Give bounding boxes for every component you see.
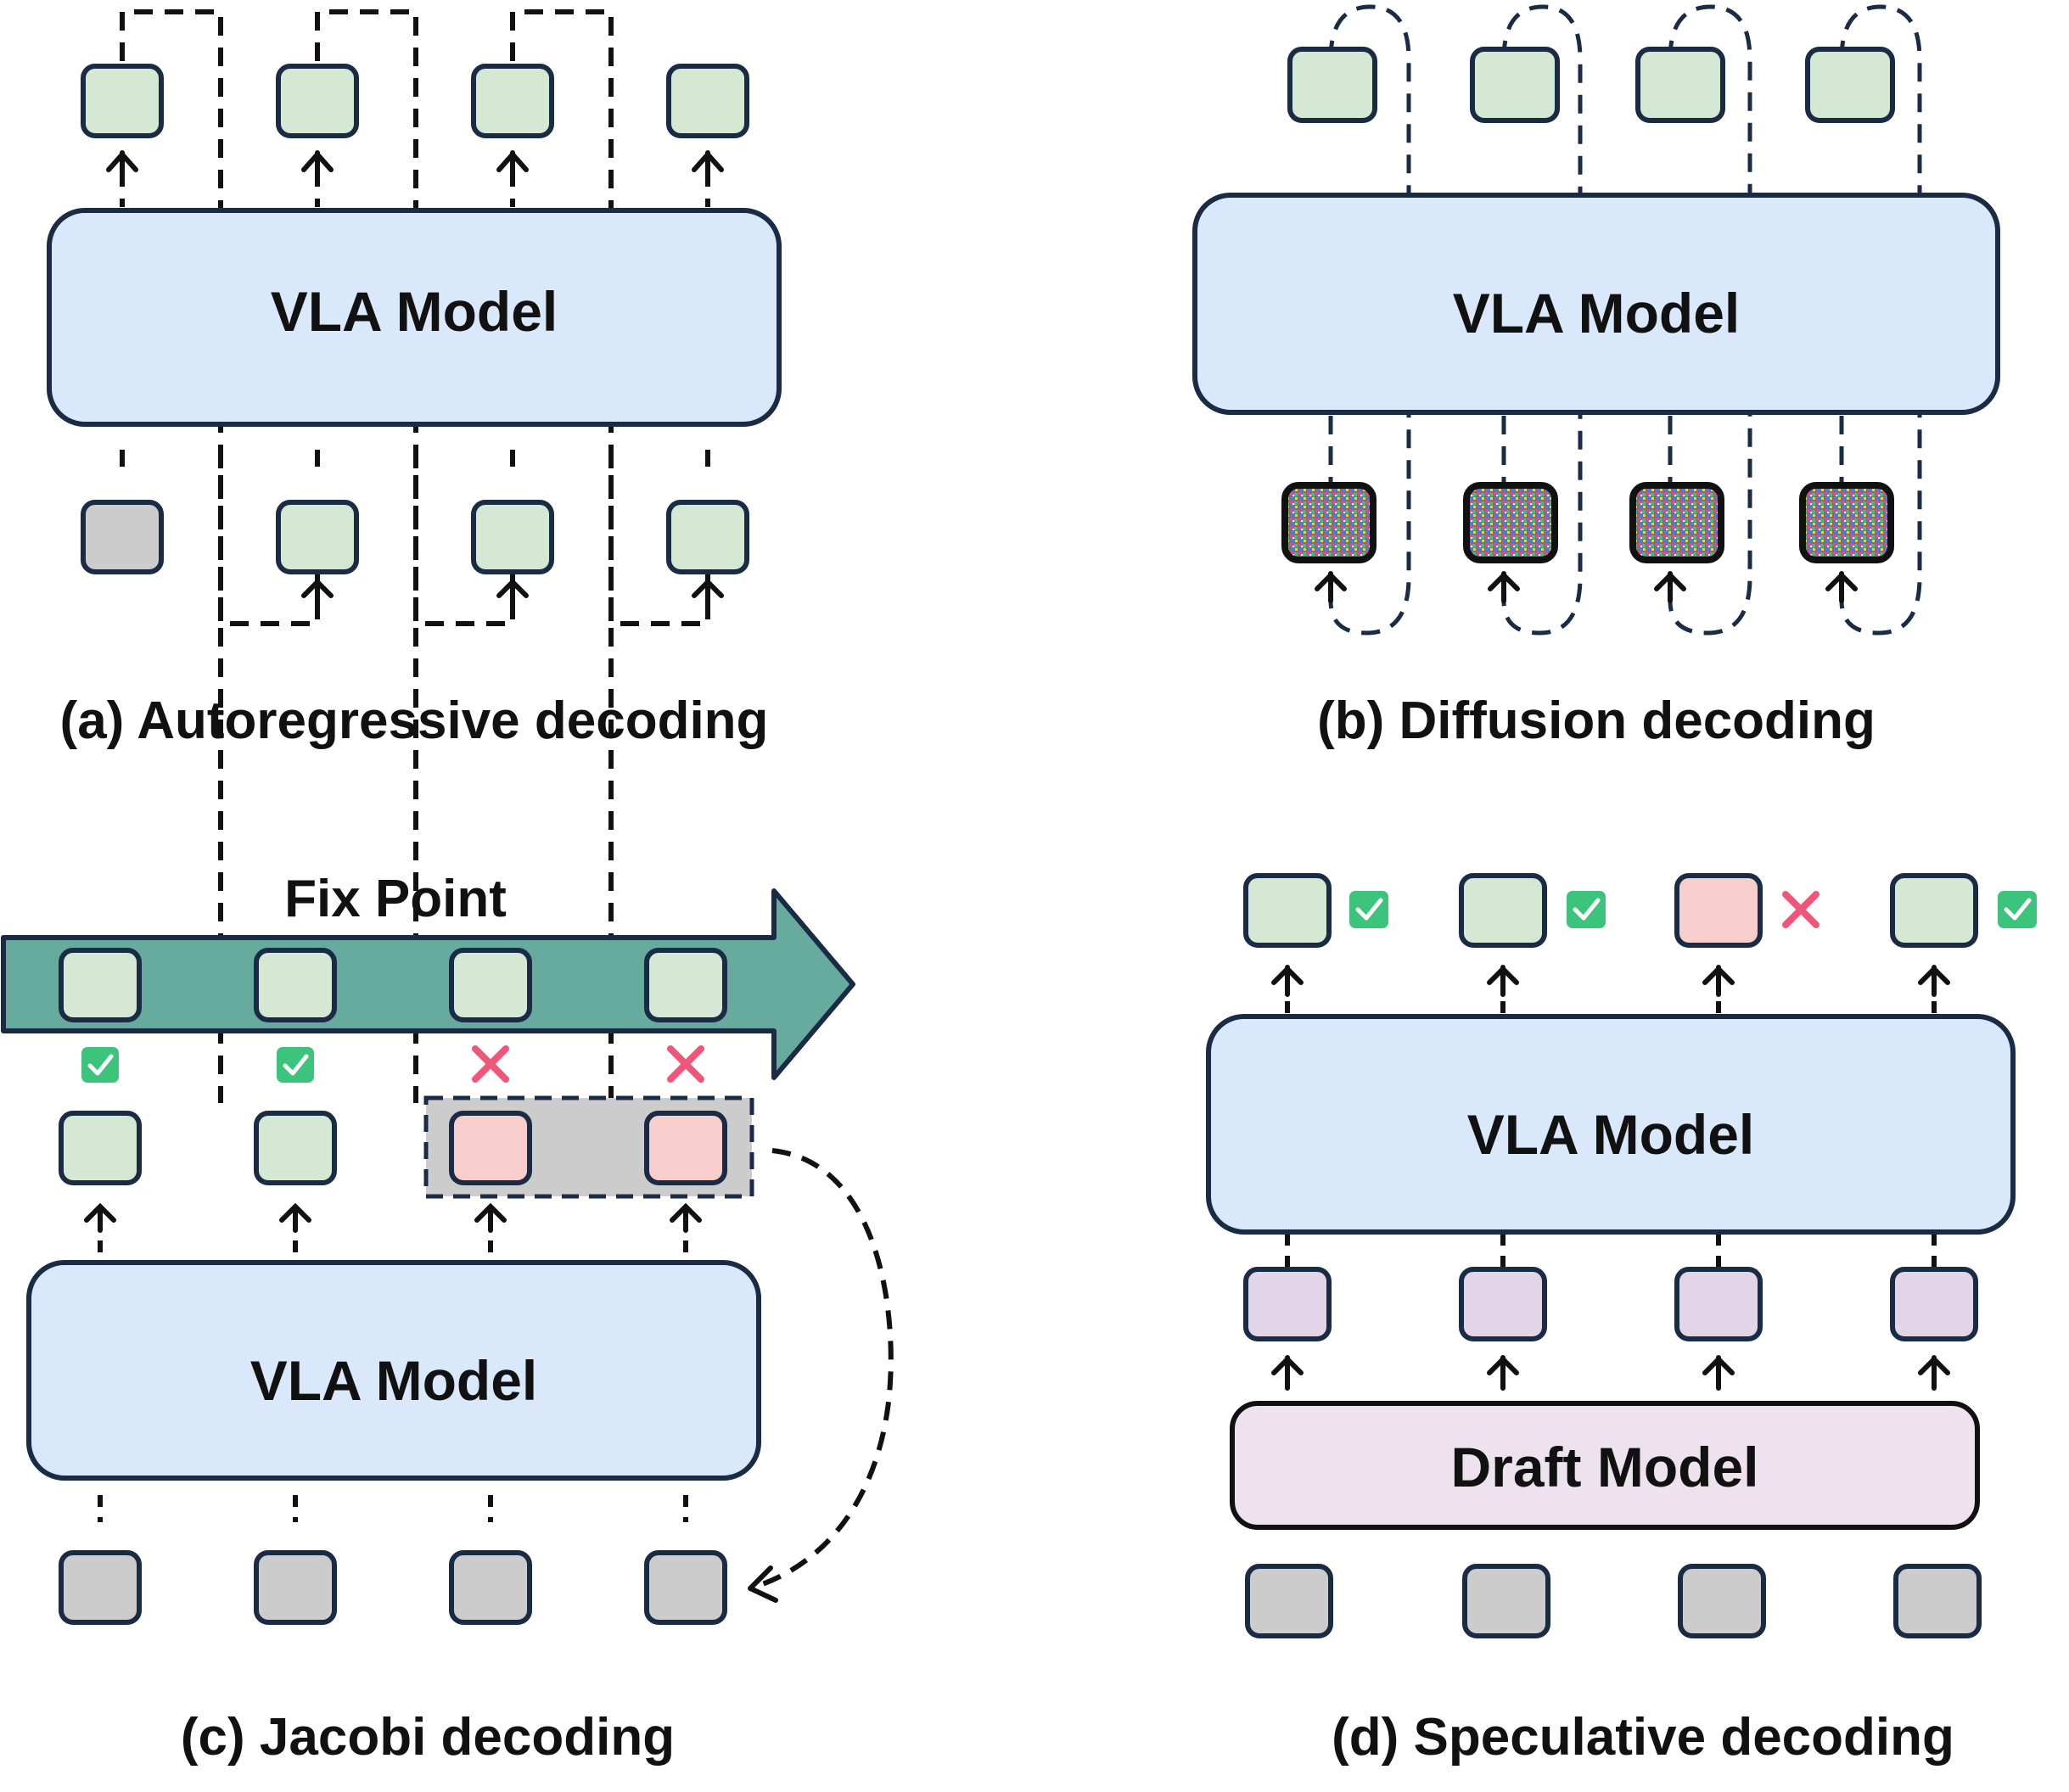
token	[1635, 47, 1725, 123]
cross-icon	[1782, 891, 1819, 928]
token	[644, 1550, 727, 1625]
token	[1245, 1564, 1333, 1638]
token	[1243, 873, 1332, 948]
vla-model-label: VLA Model	[1453, 282, 1741, 344]
token	[471, 500, 554, 574]
token	[254, 1550, 337, 1625]
loop-connectors	[120, 9, 710, 1103]
check-icon	[81, 1047, 314, 1083]
panel-autoregressive: VLA Model (a) Autoregressive decoding	[47, 9, 782, 1103]
noise-token	[1281, 482, 1377, 563]
token	[81, 500, 164, 574]
token	[449, 1111, 532, 1185]
token	[1462, 1564, 1550, 1638]
token	[666, 64, 749, 138]
token	[644, 1111, 727, 1185]
token	[666, 500, 749, 574]
connectors	[98, 1240, 688, 1522]
token	[276, 500, 359, 574]
token	[59, 1111, 142, 1185]
caption: (b) Diffusion decoding	[1317, 692, 1876, 750]
token	[59, 948, 142, 1022]
caption: (a) Autoregressive decoding	[60, 692, 769, 750]
token	[276, 64, 359, 138]
token	[1459, 873, 1547, 948]
fix-point-arrow	[1, 888, 855, 1080]
token	[449, 948, 532, 1022]
token	[1678, 1564, 1766, 1638]
cross-icon	[472, 1045, 704, 1083]
panel-jacobi: Fix Point	[1, 870, 894, 1767]
draft-tokens	[1243, 1267, 1978, 1341]
token	[449, 1550, 532, 1625]
token	[59, 1550, 142, 1625]
token	[254, 948, 337, 1022]
loop-connectors	[1328, 4, 1922, 636]
up-arrow-icon	[1315, 571, 1858, 603]
feedback-loop-arrow	[754, 1148, 894, 1589]
panel-diffusion: VLA Model (b) Diffusion decoding	[1192, 4, 2000, 750]
noise-tokens	[1281, 482, 1894, 563]
token	[644, 948, 727, 1022]
input-tokens	[1245, 1564, 1982, 1638]
input-tokens	[81, 500, 749, 574]
token	[1470, 47, 1560, 123]
token	[1893, 1564, 1982, 1638]
vla-model-box	[1192, 193, 2000, 415]
up-arrow-icon	[84, 1202, 702, 1233]
vla-model-box	[26, 1260, 761, 1481]
token	[471, 64, 554, 138]
vla-model-label: VLA Model	[1467, 1103, 1755, 1166]
caption: (d) Speculative decoding	[1332, 1708, 1954, 1767]
output-tokens	[1287, 47, 1895, 123]
up-arrow-icon	[106, 150, 724, 612]
noise-token	[1629, 482, 1724, 563]
token	[1287, 47, 1377, 123]
up-arrow-icon	[1271, 965, 1950, 1391]
token	[1674, 1267, 1763, 1341]
panel-speculative: VLA Model Draft Model (d) Speculative de…	[1206, 873, 2037, 1767]
token	[1890, 873, 1978, 948]
output-tokens	[81, 64, 749, 138]
check-icon	[1349, 891, 2037, 928]
token	[1459, 1267, 1547, 1341]
token	[254, 1111, 337, 1185]
draft-model-label: Draft Model	[1451, 1436, 1759, 1498]
draft-model-box	[1230, 1401, 1980, 1530]
fix-point-label: Fix Point	[284, 870, 507, 928]
vla-model-box	[1206, 1014, 2016, 1235]
token	[1805, 47, 1895, 123]
token	[1674, 873, 1763, 948]
noise-token	[1463, 482, 1558, 563]
vla-model-label: VLA Model	[271, 280, 558, 343]
vla-model-label: VLA Model	[250, 1349, 538, 1412]
connectors	[1285, 1001, 1937, 1268]
token	[81, 64, 164, 138]
token	[1243, 1267, 1332, 1341]
caption: (c) Jacobi decoding	[181, 1708, 675, 1767]
input-tokens	[59, 1550, 727, 1625]
noise-token	[1799, 482, 1894, 563]
output-tokens	[59, 1111, 727, 1185]
vla-model-box	[47, 208, 782, 427]
arrowhead-icon	[748, 1565, 778, 1603]
output-tokens	[1243, 873, 1978, 948]
token	[1890, 1267, 1978, 1341]
fix-point-tokens	[59, 948, 727, 1022]
